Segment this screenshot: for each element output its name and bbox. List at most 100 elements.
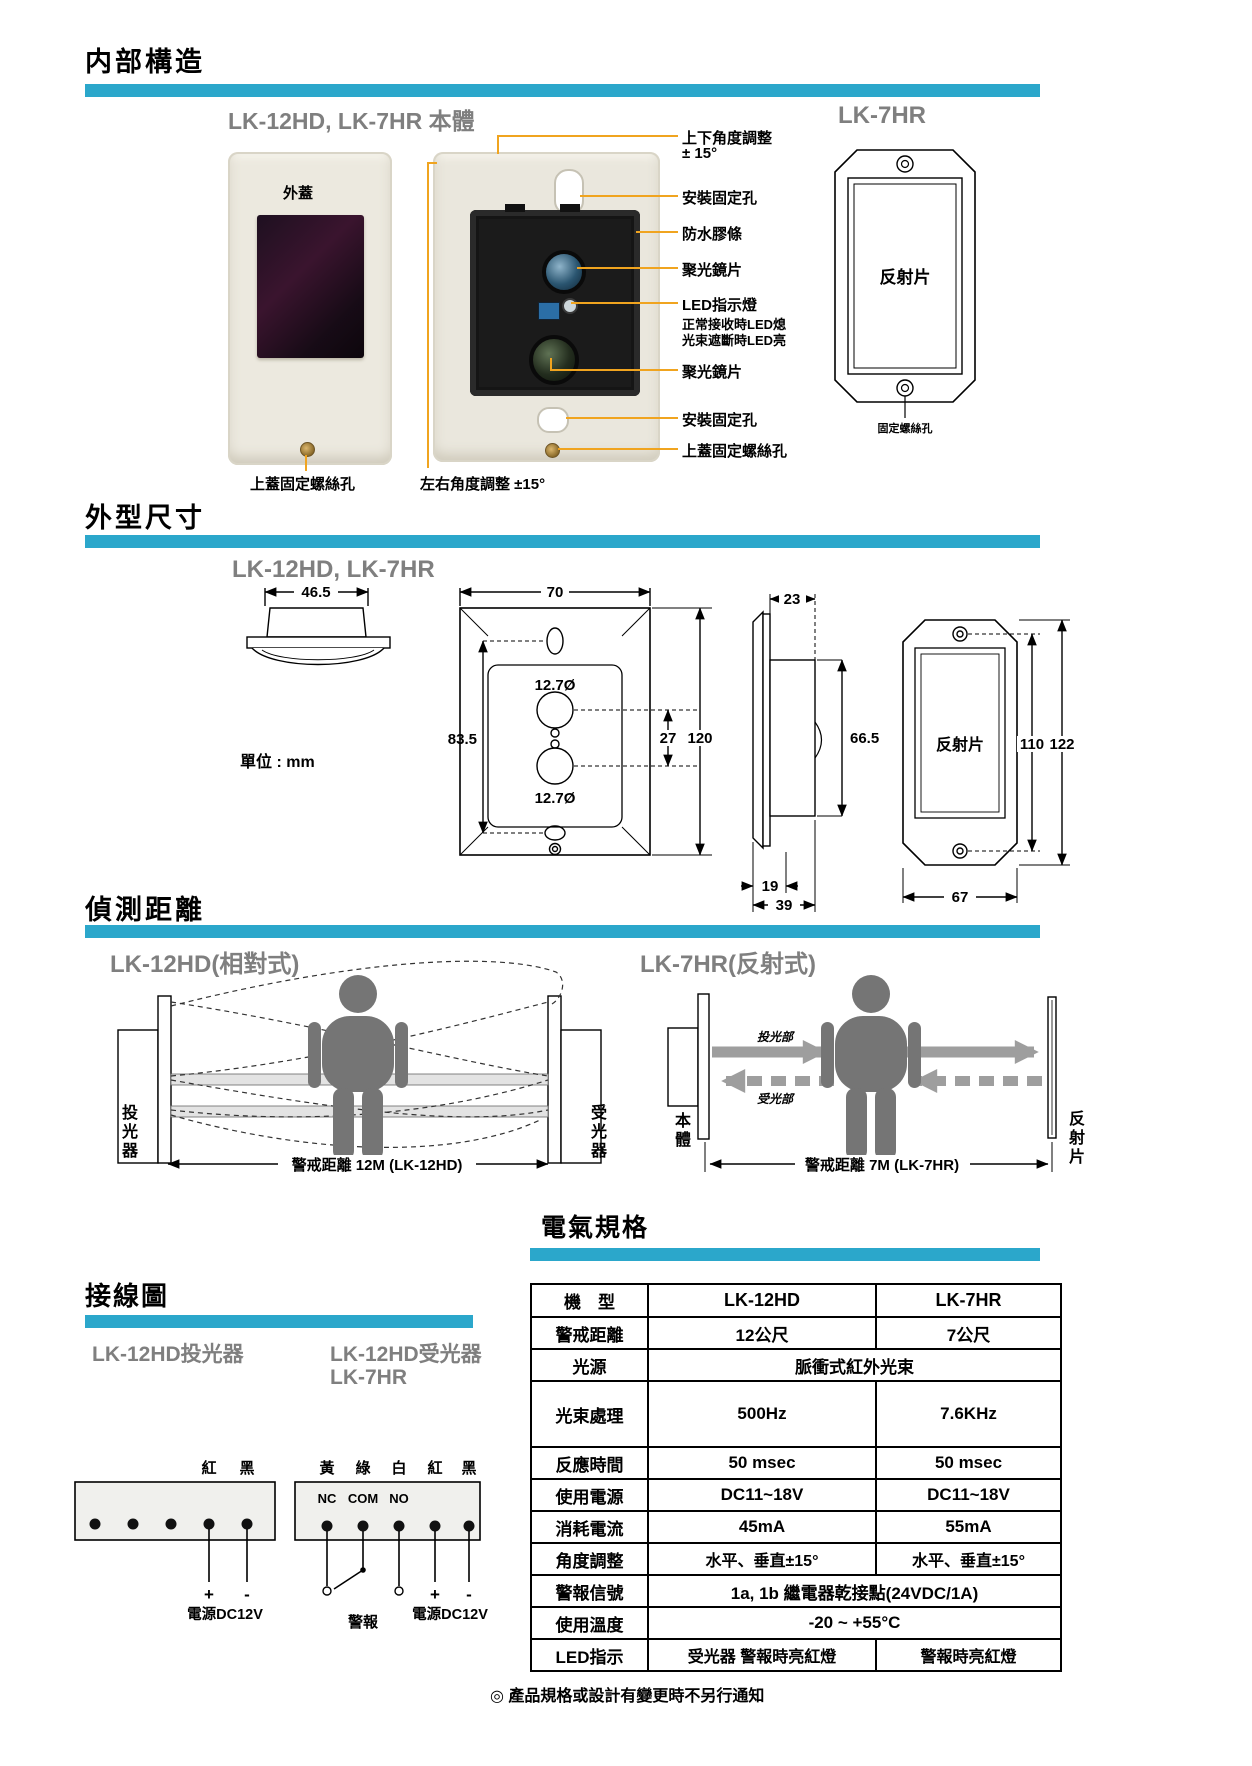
spec-row: 警戒距離 12公尺 7公尺 [530, 1316, 1062, 1350]
spec-header-model: 機 型 [530, 1283, 649, 1318]
spec-value: 7公尺 [875, 1316, 1062, 1350]
callout-label: 安裝固定孔 [682, 412, 758, 429]
reflector-outline [834, 149, 976, 403]
unit-label: 單位 : mm [240, 754, 315, 771]
left-range-label: 警戒距離 12M (LK-12HD) [291, 1156, 463, 1174]
product-photo-internal [433, 152, 660, 462]
relay-com-label: COM [348, 1491, 378, 1506]
dimension-drawings: 46.5 70 83.5 12.7Ø 12.7Ø 27 120 23 66.5 … [246, 584, 1077, 914]
rx-part-label: 受光部 [757, 1092, 795, 1106]
plus-sign: + [204, 1585, 214, 1604]
spec-label: 警戒距離 [530, 1316, 649, 1350]
leader-line [580, 195, 678, 197]
dim-120: 120 [687, 730, 712, 747]
reflector-drawing: 反射片 固定螺絲孔 [834, 149, 976, 435]
section-title-dimensions: 外型尺寸 [85, 503, 205, 533]
callout-label: 上蓋固定螺絲孔 [682, 443, 788, 460]
spec-value: DC11~18V [875, 1478, 1062, 1512]
wiring-diagram: 紅 黑 黃 綠 白 紅 黑 NC COM NO [74, 1459, 488, 1631]
dim-hole-bottom: 12.7Ø [535, 790, 576, 807]
leader-line [558, 448, 678, 450]
spec-value: 警報時亮紅燈 [875, 1638, 1062, 1672]
spec-label: 使用電源 [530, 1478, 649, 1512]
led-window [538, 302, 560, 320]
product-photo-cover: 外蓋 [228, 152, 392, 465]
rx-device-label: 受光器 [588, 1104, 605, 1161]
spec-label: 警報信號 [530, 1574, 649, 1608]
leader-line [636, 231, 678, 233]
spec-header-lk12hd: LK-12HD [647, 1283, 877, 1318]
spec-label: 消耗電流 [530, 1510, 649, 1544]
spec-value: 45mA [647, 1510, 877, 1544]
lens-lower [529, 335, 579, 385]
detect-left-subtitle: LK-12HD(相對式) [110, 951, 300, 978]
plus-sign: + [430, 1585, 440, 1604]
beam-arrows [712, 1040, 1042, 1093]
spec-label: 使用溫度 [530, 1606, 649, 1640]
spec-row: LED指示 受光器 警報時亮紅燈 警報時亮紅燈 [530, 1638, 1062, 1672]
dims-subtitle: LK-12HD, LK-7HR [232, 556, 435, 583]
dim-46-5: 46.5 [301, 584, 330, 601]
wire-label-red: 紅 [201, 1459, 216, 1477]
switch-contact-no [394, 1586, 404, 1596]
spec-label: 角度調整 [530, 1542, 649, 1576]
switch-contact-nc [322, 1586, 332, 1596]
section-title-wiring: 接線圖 [85, 1281, 170, 1311]
callout-label: 安裝固定孔 [682, 190, 758, 207]
reflector-side-label: 反射片 [1066, 1110, 1083, 1167]
reflector-label: 反射片 [880, 267, 931, 287]
relay-no-label: NO [389, 1491, 409, 1506]
leader-line [305, 455, 307, 471]
callout-label: ± 15° [682, 145, 718, 162]
wiring-right-device2: LK-7HR [330, 1366, 407, 1389]
spec-header-lk7hr: LK-7HR [875, 1283, 1062, 1318]
wire-label-red2: 紅 [427, 1459, 442, 1477]
rx-wall-box [560, 1029, 602, 1164]
section-title-detection: 偵測距離 [85, 895, 205, 925]
spec-value: 7.6KHz [875, 1380, 1062, 1448]
minus-sign: - [244, 1585, 250, 1604]
spec-value: 50 msec [875, 1446, 1062, 1480]
dim-27: 27 [660, 730, 677, 747]
terminal-dots [89, 1518, 475, 1532]
spec-label: 光束處理 [530, 1380, 649, 1448]
dim-67: 67 [952, 889, 969, 906]
callout-label: 聚光鏡片 [682, 364, 743, 381]
alarm-label: 警報 [347, 1613, 379, 1631]
switch-pivot [360, 1567, 366, 1573]
leader-line [550, 369, 678, 371]
adjust-screw [545, 443, 560, 458]
dim-23: 23 [784, 591, 801, 608]
spec-value: 水平、垂直±15° [875, 1542, 1062, 1576]
callout-label: LED指示燈 [682, 297, 758, 314]
person-silhouette [821, 975, 921, 1160]
leader-line [497, 135, 678, 137]
spec-label: 反應時間 [530, 1446, 649, 1480]
section-divider-bar [85, 84, 1040, 97]
dim-83-5: 83.5 [448, 731, 477, 748]
relay-nc-label: NC [318, 1491, 337, 1506]
spec-header-row: 機 型 LK-12HD LK-7HR [530, 1283, 1062, 1318]
section-title-internal-structure: 内部構造 [85, 47, 205, 77]
spec-row: 使用電源 DC11~18V DC11~18V [530, 1478, 1062, 1512]
wire-label-black: 黑 [239, 1460, 254, 1477]
wire-label-black2: 黑 [461, 1460, 476, 1477]
leader-line [550, 358, 552, 371]
cover-label: 外蓋 [283, 185, 314, 202]
wire-label-yellow: 黃 [319, 1459, 334, 1477]
section-divider-bar [85, 1315, 473, 1328]
spec-note: ◎ 產品規格或設計有變更時不另行通知 [490, 1688, 765, 1705]
callout-label: 聚光鏡片 [682, 262, 743, 279]
spec-value: DC11~18V [647, 1478, 877, 1512]
dim-70: 70 [547, 584, 564, 601]
callout-label: 光束遮斷時LED亮 [682, 333, 787, 348]
frame-tab [505, 204, 525, 212]
body-sensor-plate [697, 993, 710, 1140]
spec-value: 50 msec [647, 1446, 877, 1480]
dim-122: 122 [1049, 736, 1074, 753]
callout-label: 正常接收時LED熄 [682, 317, 787, 332]
body-label: 本體 [672, 1112, 689, 1150]
mount-hole-bottom [537, 407, 569, 433]
sensor-frame [470, 204, 640, 396]
